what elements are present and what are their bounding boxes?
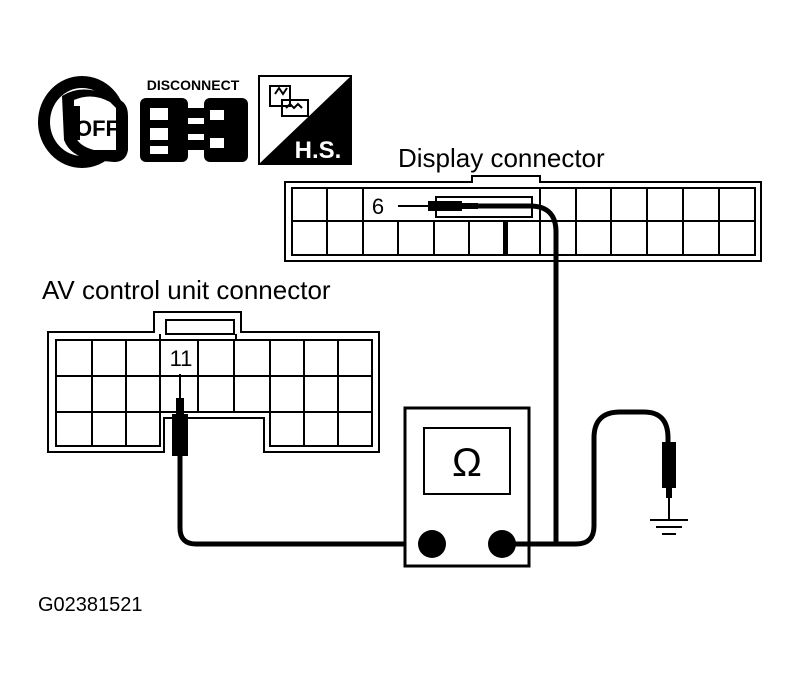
display-connector-label: Display connector — [398, 143, 605, 173]
display-connector: Display connector 6 — [284, 143, 762, 262]
disconnect-text: DISCONNECT — [147, 77, 240, 93]
probe-lead-av — [172, 374, 432, 547]
av-control-unit-connector: AV control unit connector 11 — [42, 275, 380, 453]
ohmmeter: Ω — [403, 406, 531, 568]
av-connector-cells — [56, 340, 372, 446]
ground-symbol-icon — [650, 519, 688, 535]
probe-lead-display — [398, 201, 559, 544]
av-connector-label: AV control unit connector — [42, 275, 331, 305]
disconnect-icon: DISCONNECT — [140, 77, 248, 162]
figure-id: G02381521 — [38, 594, 143, 616]
av-pin-11: 11 — [170, 346, 193, 371]
ignition-off-icon: OFF — [38, 76, 128, 168]
ohm-symbol: Ω — [452, 441, 482, 485]
ignition-off-text: OFF — [75, 116, 119, 141]
ground-lead — [502, 409, 676, 547]
harness-hs-text: H.S. — [295, 137, 342, 164]
ohmmeter-terminal-left — [418, 530, 446, 558]
display-pin-6: 6 — [372, 194, 384, 219]
harness-hs-icon: H.S. — [258, 75, 352, 165]
